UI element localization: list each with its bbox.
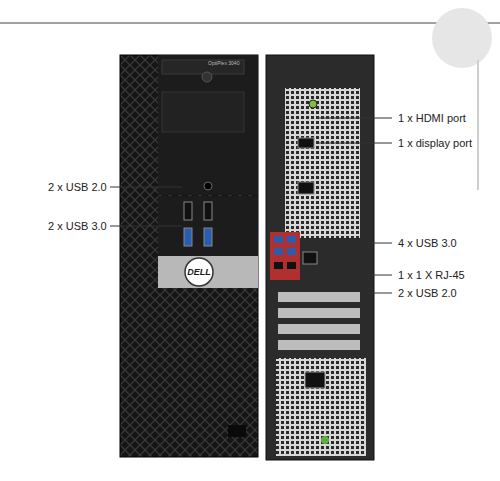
model-name: OptiPlex 3040 xyxy=(208,60,239,66)
port-callout: 1 x 1 X RJ-45 xyxy=(398,269,465,282)
brand-logo: DELL xyxy=(187,267,211,277)
port-callout: 2 x USB 3.0 xyxy=(48,220,107,233)
port-callout: 1 x display port xyxy=(398,137,472,150)
port-callout: 2 x USB 2.0 xyxy=(48,181,107,194)
port-callout: 1 x HDMI port xyxy=(398,112,466,125)
port-callout: 4 x USB 3.0 xyxy=(398,237,457,250)
port-callout: 2 x USB 2.0 xyxy=(398,287,457,300)
